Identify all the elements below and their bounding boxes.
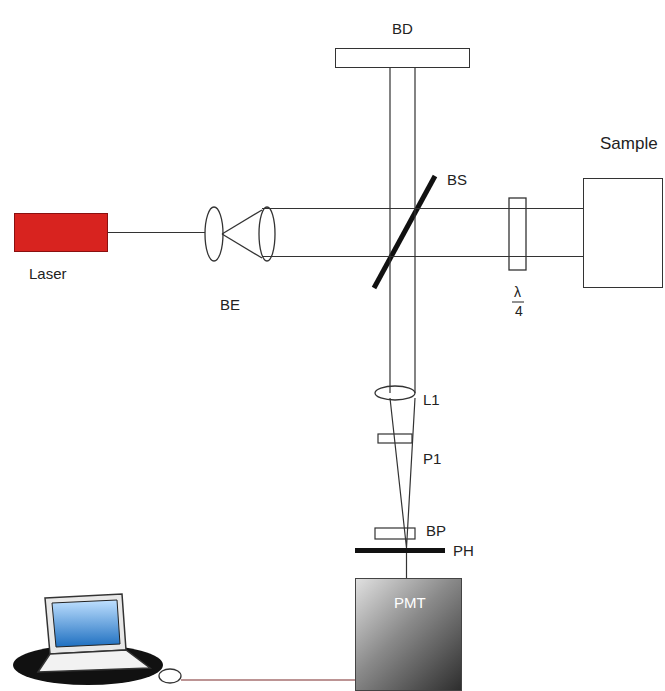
pmt-box: PMT: [355, 578, 462, 691]
beam-path: [390, 68, 415, 578]
fraction-numerator: λ: [513, 285, 522, 300]
bandpass-filter: [375, 528, 415, 539]
beam-splitter: [374, 176, 435, 288]
computer-icon: [13, 594, 355, 685]
part-label: L1: [422, 392, 441, 409]
pinhole: [355, 548, 445, 553]
beam-expander: [205, 207, 275, 261]
part-label: P1: [422, 451, 442, 468]
node-label: BD: [392, 21, 413, 38]
node-label: Sample: [600, 135, 658, 154]
node-label: PMT: [394, 595, 426, 612]
part-label: BE: [219, 297, 241, 314]
laser-box: Laser: [14, 213, 108, 252]
sample-box: Sample: [583, 178, 663, 288]
part-label: BS: [446, 172, 468, 189]
beam-dump-box: BD: [335, 48, 470, 68]
beam-path: [108, 209, 583, 257]
node-label: Laser: [29, 266, 67, 283]
part-label: PH: [452, 543, 475, 560]
part-label: BP: [425, 523, 447, 540]
fraction-denominator: 4: [514, 304, 524, 319]
fraction-bar: [512, 302, 524, 303]
lens: [375, 386, 415, 400]
